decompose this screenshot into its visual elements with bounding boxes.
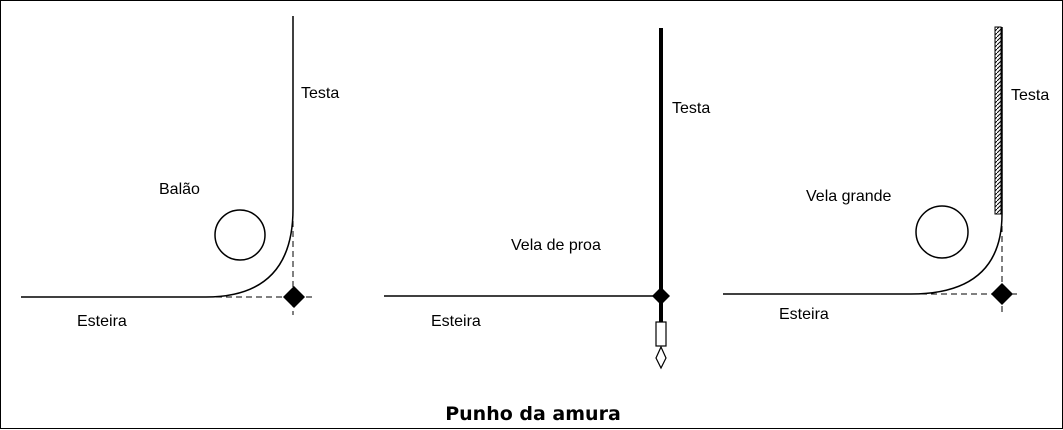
panel-headsail: Testa Vela de proa Esteira <box>384 28 710 370</box>
mast-hatched <box>994 26 1002 215</box>
foot-label: Esteira <box>431 313 481 330</box>
tack-ring <box>214 209 266 261</box>
sail-label: Vela grande <box>806 188 892 205</box>
tack-point-marker <box>283 286 305 308</box>
sail-label: Vela de proa <box>511 237 601 254</box>
tack-point-marker <box>652 287 670 305</box>
panel-spinnaker: Testa Balão Esteira <box>21 16 339 330</box>
tack-point-marker <box>991 283 1013 305</box>
tack-fitting-eye <box>655 345 667 370</box>
luff-label: Testa <box>301 85 339 102</box>
foot-label: Esteira <box>77 313 127 330</box>
panel-mainsail: Testa Vela grande Esteira <box>723 26 1049 323</box>
luff-label: Testa <box>1011 87 1049 104</box>
tack-fitting <box>655 321 667 347</box>
curved-tack-edge <box>205 208 294 298</box>
curved-tack-edge <box>910 213 1003 295</box>
tack-ring <box>915 205 969 259</box>
sail-label: Balão <box>159 181 200 198</box>
foot-label: Esteira <box>779 306 829 323</box>
luff-label: Testa <box>672 100 710 117</box>
diagram-caption: Punho da amura <box>445 403 621 425</box>
